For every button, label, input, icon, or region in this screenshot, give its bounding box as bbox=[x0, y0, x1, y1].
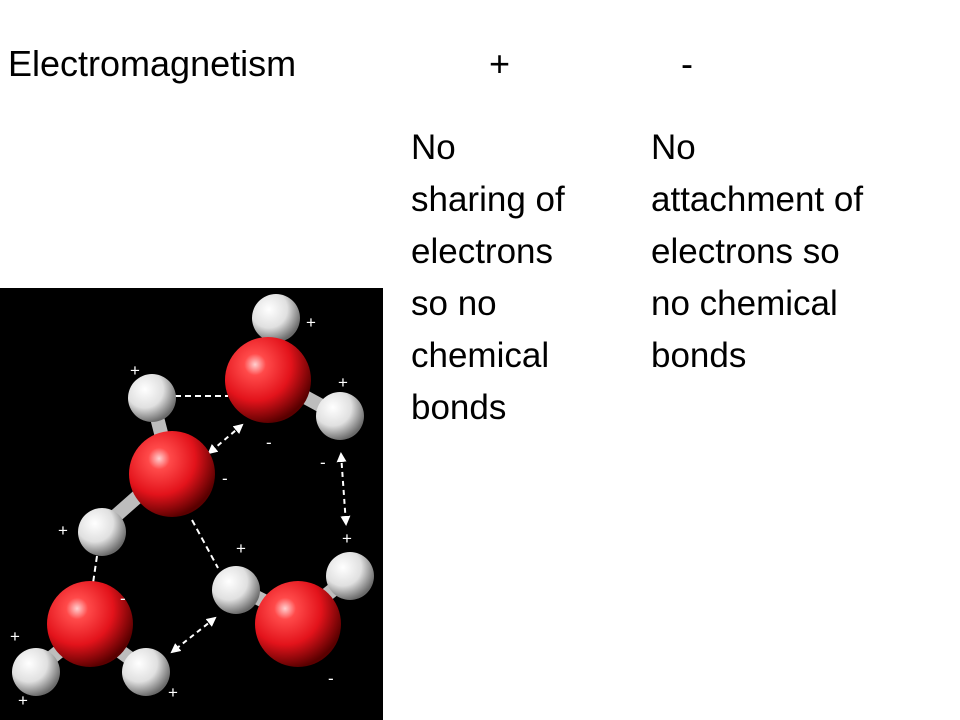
charge-label: - bbox=[120, 589, 126, 608]
hydrogen-atom bbox=[212, 566, 260, 614]
slide-title: Electromagnetism bbox=[8, 43, 297, 84]
charge-label: + bbox=[18, 691, 28, 710]
charge-label: - bbox=[266, 433, 272, 452]
oxygen-atom bbox=[255, 581, 341, 667]
minus-column-text: No attachment of electrons so no chemica… bbox=[651, 128, 864, 375]
water-molecules-image: + + + + - - + + + - + + - - bbox=[0, 288, 383, 720]
attraction-arrows bbox=[170, 423, 351, 654]
plus-column-text: No sharing of electrons so no chemical b… bbox=[411, 128, 565, 427]
water-molecules-illustration: + + + + - - + + + - + + - - bbox=[10, 294, 374, 710]
charge-label: + bbox=[236, 539, 246, 558]
charge-label: + bbox=[10, 627, 20, 646]
hydrogen-atom bbox=[12, 648, 60, 696]
charge-label: + bbox=[338, 373, 348, 392]
plus-heading: + bbox=[489, 43, 511, 84]
charge-label: + bbox=[168, 683, 178, 702]
charge-label: - bbox=[328, 669, 334, 688]
hydrogen-atom bbox=[128, 374, 176, 422]
charge-label: + bbox=[58, 521, 68, 540]
charge-label: - bbox=[320, 453, 326, 472]
minus-heading: - bbox=[681, 43, 693, 84]
charge-label: + bbox=[130, 361, 140, 380]
hydrogen-atom bbox=[316, 392, 364, 440]
hydrogen-bond-lines bbox=[91, 395, 228, 591]
charge-label: - bbox=[222, 469, 228, 488]
hydrogen-atom bbox=[122, 648, 170, 696]
charge-labels: + + + + - - + + + - + + - - bbox=[10, 313, 352, 710]
hydrogen-atom bbox=[252, 294, 300, 342]
charge-label: + bbox=[306, 313, 316, 332]
oxygen-atom bbox=[225, 337, 311, 423]
hydrogen-atom bbox=[78, 508, 126, 556]
hydrogen-atom bbox=[326, 552, 374, 600]
oxygen-atom bbox=[47, 581, 133, 667]
charge-label: + bbox=[342, 529, 352, 548]
oxygen-atom bbox=[129, 431, 215, 517]
